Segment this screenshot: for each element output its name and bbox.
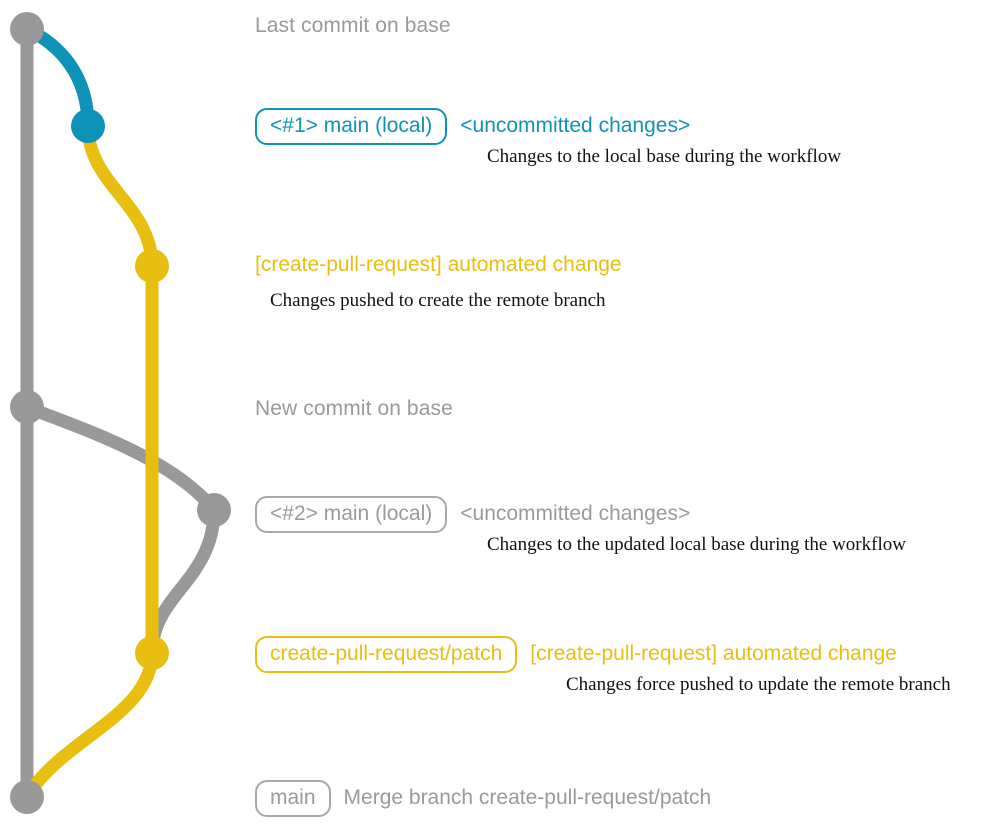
commit-description-automated-change-1: Changes pushed to create the remote bran… — [270, 290, 606, 311]
row-local-1: <#1> main (local) <uncommitted changes> — [255, 108, 691, 146]
commit-description-local-2: Changes to the updated local base during… — [487, 534, 906, 555]
commit-node-base-head[interactable] — [10, 12, 44, 46]
commit-node-base-new[interactable] — [10, 390, 44, 424]
row-patch-branch: create-pull-request/patch [create-pull-r… — [255, 636, 897, 674]
commit-subject-merge: Merge branch create-pull-request/patch — [343, 786, 712, 809]
commit-node-local-1[interactable] — [71, 109, 105, 143]
row-merge: main Merge branch create-pull-request/pa… — [255, 780, 712, 818]
patch-branch-line-upper — [81, 119, 159, 273]
row-last-commit-on-base: Last commit on base — [255, 14, 451, 38]
local2-to-patch2-line — [145, 503, 221, 660]
ref-pill-local-2[interactable]: <#2> main (local) — [255, 496, 448, 534]
commit-description-patch-branch: Changes force pushed to update the remot… — [566, 674, 951, 695]
commit-subject-local-1: <uncommitted changes> — [460, 114, 691, 137]
ref-pill-local-1[interactable]: <#1> main (local) — [255, 108, 448, 146]
commit-description-local-1: Changes to the local base during the wor… — [487, 146, 842, 167]
commit-node-merge[interactable] — [10, 780, 44, 814]
ref-pill-merge-main[interactable]: main — [255, 780, 331, 818]
row-new-commit-on-base: New commit on base — [255, 397, 453, 421]
commit-node-patch-1[interactable] — [135, 249, 169, 283]
commit-subject-automated-change-1: [create-pull-request] automated change — [255, 253, 622, 276]
commit-subject-patch-branch: [create-pull-request] automated change — [530, 642, 897, 665]
commit-subject-new-commit-on-base: New commit on base — [255, 397, 453, 420]
base-to-local2-line — [20, 400, 221, 517]
commit-subject-last-commit-on-base: Last commit on base — [255, 14, 451, 37]
ref-pill-patch-branch[interactable]: create-pull-request/patch — [255, 636, 518, 674]
commit-node-local-2[interactable] — [197, 493, 231, 527]
local1-branch-line — [20, 22, 95, 133]
commit-subject-local-2: <uncommitted changes> — [460, 502, 691, 525]
row-automated-change-1: [create-pull-request] automated change — [255, 253, 622, 277]
row-local-2: <#2> main (local) <uncommitted changes> — [255, 496, 691, 534]
patch-merge-line — [20, 646, 159, 804]
commit-node-patch-2[interactable] — [135, 636, 169, 670]
